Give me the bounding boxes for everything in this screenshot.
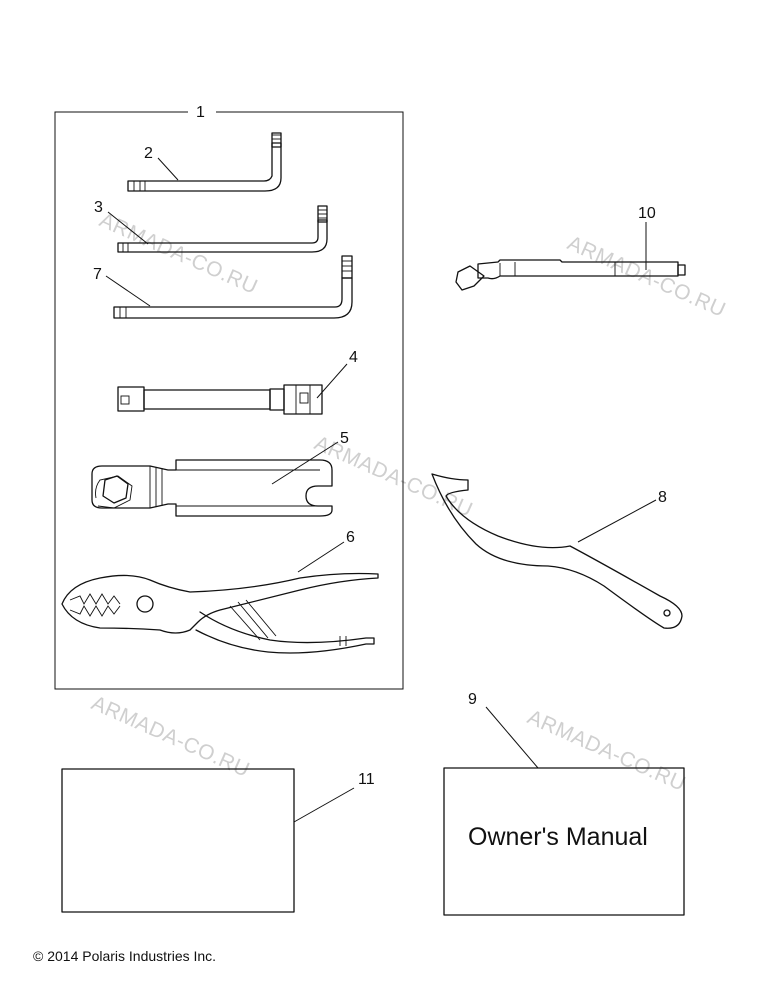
callout-8: 8	[658, 489, 667, 506]
callout-4: 4	[349, 349, 358, 366]
pliers-icon: 6	[61, 529, 379, 654]
copyright-notice: © 2014 Polaris Industries Inc.	[33, 948, 217, 964]
callout-3: 3	[94, 199, 103, 216]
hex-key-icon: 2	[127, 132, 282, 192]
hex-key-icon: 3	[94, 199, 328, 253]
callout-1: 1	[196, 104, 205, 121]
hex-key-icon: 7	[93, 255, 353, 319]
watermark-3: ARMADA-CO.RU	[311, 432, 476, 522]
tool-kit-frame: 1	[54, 104, 404, 690]
callout-7: 7	[93, 266, 102, 283]
owners-manual-label: Owner's Manual	[468, 823, 648, 851]
callout-6: 6	[346, 529, 355, 546]
callout-10: 10	[638, 205, 656, 222]
spanner-wrench-icon: 8	[431, 473, 683, 629]
watermarks: ARMADA-CO.RU ARMADA-CO.RU ARMADA-CO.RU A…	[88, 209, 729, 796]
spark-plug-tool-icon: 10	[455, 205, 686, 291]
wrench-icon: 5	[91, 430, 349, 517]
booklet-icon: Owner's Manual 9	[443, 691, 685, 916]
callout-9: 9	[468, 691, 477, 708]
watermark-2: ARMADA-CO.RU	[564, 232, 729, 322]
document-box-11: 11	[61, 768, 375, 913]
callout-11: 11	[358, 771, 375, 788]
callout-5: 5	[340, 430, 349, 447]
socket-extension-icon: 4	[117, 349, 358, 415]
callout-2: 2	[144, 145, 153, 162]
watermark-5: ARMADA-CO.RU	[524, 706, 689, 796]
